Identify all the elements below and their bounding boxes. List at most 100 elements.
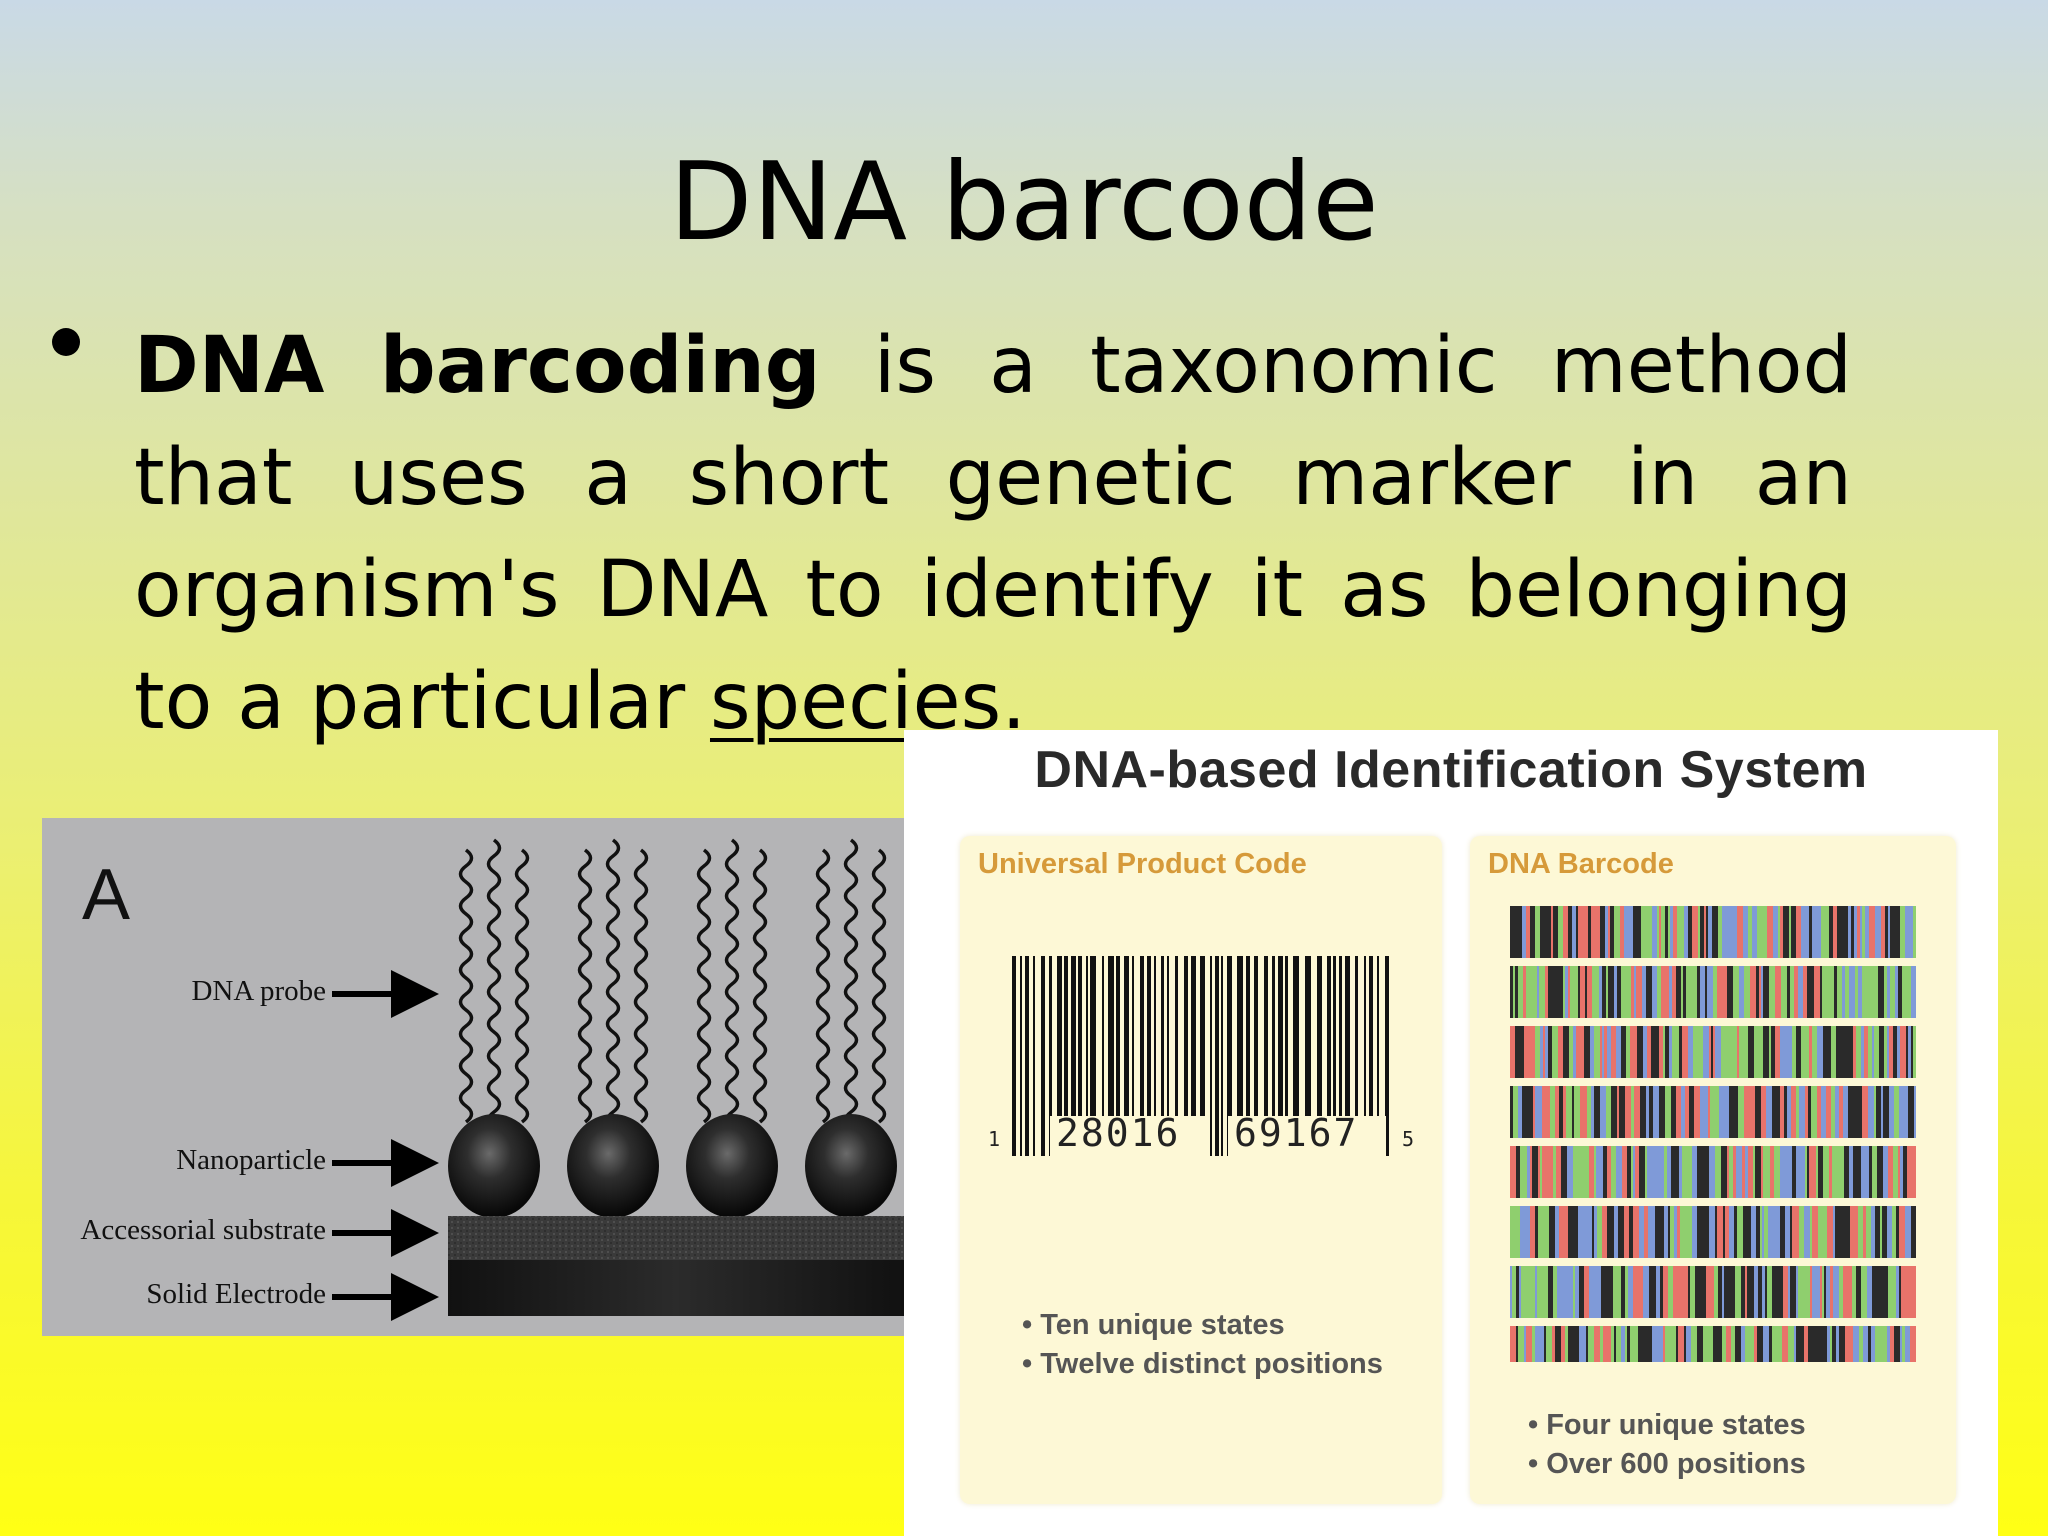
dna-barcode-bar — [1901, 1266, 1907, 1318]
dna-barcode-bar — [1613, 1266, 1617, 1318]
dna-barcode-bar — [1898, 966, 1902, 1018]
upc-bar — [1278, 956, 1283, 1156]
dna-barcode-bar — [1752, 906, 1757, 958]
dna-barcode-bar — [1540, 1026, 1543, 1078]
dna-barcode-bar — [1824, 1266, 1826, 1318]
dna-barcode-bar — [1561, 1326, 1565, 1362]
upc-bar — [1071, 956, 1076, 1156]
upc-bar — [1364, 956, 1366, 1156]
dna-barcode-bar — [1889, 1206, 1892, 1258]
dna-barcode-bar — [1707, 1326, 1713, 1362]
dna-barcode-bar — [1608, 906, 1610, 958]
dna-barcode-bar — [1644, 1206, 1648, 1258]
solid-electrode-layer — [448, 1260, 904, 1316]
dna-barcode-bar — [1839, 1326, 1845, 1362]
dna-barcode-bar — [1617, 1086, 1619, 1138]
dna-barcode-bar — [1762, 1206, 1764, 1258]
dna-barcode-bar — [1749, 1266, 1754, 1318]
dna-barcode-bar — [1862, 1086, 1868, 1138]
figure-title: DNA-based Identification System — [1034, 741, 1868, 799]
dna-barcode-bar — [1796, 1026, 1801, 1078]
dna-barcode-bar — [1905, 1326, 1910, 1362]
dna-barcode-bar — [1655, 1026, 1659, 1078]
dna-barcode-bar — [1791, 1086, 1796, 1138]
dna-barcode-bar — [1643, 1266, 1649, 1318]
dna-barcode-bar — [1530, 1206, 1535, 1258]
dna-barcode-bar — [1848, 1086, 1852, 1138]
dna-barcode-bar — [1788, 1266, 1790, 1318]
dna-barcode-bar — [1822, 1266, 1824, 1318]
dna-barcode-bar — [1609, 1266, 1611, 1318]
dna-barcode-bar — [1608, 966, 1614, 1018]
dna-barcode-bar — [1855, 966, 1858, 1018]
dna-barcode-bar — [1614, 1206, 1618, 1258]
dna-barcode-bar — [1683, 1266, 1688, 1318]
dna-barcode-bar — [1672, 1026, 1676, 1078]
dna-barcode-bar — [1578, 1206, 1580, 1258]
dna-barcode-bar — [1861, 1146, 1863, 1198]
dna-barcode-rows — [1510, 906, 1916, 1362]
dna-barcode-bar — [1902, 966, 1905, 1018]
dna-barcode-bar — [1705, 1206, 1709, 1258]
dna-barcode-bar — [1735, 1266, 1741, 1318]
dna-barcode-bar — [1851, 1326, 1853, 1362]
dna-barcode-panel: DNA Barcode Four unique states Over 600 … — [1470, 836, 1956, 1504]
dna-barcode-bar — [1742, 1026, 1744, 1078]
dna-barcode-bar — [1545, 966, 1548, 1018]
dna-barcode-bar — [1688, 1266, 1690, 1318]
dna-barcode-bar — [1770, 1146, 1774, 1198]
dna-barcode-bar — [1555, 1206, 1559, 1258]
dna-barcode-bar — [1812, 1266, 1817, 1318]
upc-bar — [1147, 956, 1151, 1156]
upc-bar — [1264, 956, 1268, 1156]
dna-barcode-bar — [1893, 1026, 1897, 1078]
upc-bars — [1012, 956, 1389, 1156]
dna-barcode-bar — [1676, 1026, 1679, 1078]
dna-barcode-bar — [1524, 1326, 1526, 1362]
dna-barcode-bar — [1624, 1206, 1629, 1258]
dna-barcode-bar — [1698, 1026, 1703, 1078]
dna-barcode-bar — [1580, 1086, 1582, 1138]
dna-barcode-bar — [1771, 1026, 1775, 1078]
dna-barcode-bar — [1593, 1266, 1595, 1318]
dna-barcode-bar — [1731, 1026, 1737, 1078]
dna-barcode-bar — [1841, 1026, 1843, 1078]
dna-barcode-bar — [1688, 906, 1692, 958]
dna-barcode-bar — [1820, 966, 1822, 1018]
dna-barcode-bar — [1670, 906, 1673, 958]
dna-barcode-bar — [1611, 1146, 1616, 1198]
dna-barcode-bar — [1872, 1026, 1874, 1078]
dna-barcode-bar — [1611, 1206, 1614, 1258]
dna-barcode-bar — [1812, 1026, 1817, 1078]
dna-barcode-bar — [1812, 1206, 1818, 1258]
dna-barcode-bar — [1542, 1266, 1548, 1318]
upc-note: Ten unique states — [1022, 1306, 1383, 1345]
dna-barcode-bar — [1703, 1326, 1707, 1362]
dna-barcode-bar — [1554, 966, 1560, 1018]
dna-barcode-bar — [1621, 1026, 1624, 1078]
dna-barcode-bar — [1660, 1266, 1663, 1318]
dna-barcode-bar — [1849, 1026, 1851, 1078]
dna-barcode-bar — [1796, 1206, 1799, 1258]
dna-barcode-bar — [1516, 906, 1522, 958]
dna-barcode-bar — [1631, 1086, 1634, 1138]
dna-barcode-bar — [1744, 966, 1750, 1018]
dna-barcode-bar — [1769, 966, 1775, 1018]
dna-barcode-bar — [1881, 1086, 1883, 1138]
dna-barcode-bar — [1810, 1206, 1812, 1258]
dna-barcode-bar — [1766, 1086, 1772, 1138]
dna-barcode-bar — [1889, 1026, 1893, 1078]
upc-bar — [1305, 956, 1311, 1156]
dna-barcode-bar — [1839, 1206, 1842, 1258]
dna-barcode-bar — [1718, 1326, 1722, 1362]
dna-barcode-bar — [1692, 1146, 1697, 1198]
dna-barcode-bar — [1899, 1086, 1902, 1138]
dna-barcode-bar — [1601, 1266, 1605, 1318]
nanoparticles — [448, 1114, 897, 1218]
dna-barcode-bar — [1892, 1206, 1896, 1258]
dna-barcode-bar — [1763, 1026, 1769, 1078]
dna-barcode-bar — [1895, 966, 1898, 1018]
dna-barcode-bar — [1625, 1086, 1631, 1138]
dna-barcode-bar — [1757, 1326, 1763, 1362]
dna-barcode-bar — [1663, 1326, 1665, 1362]
